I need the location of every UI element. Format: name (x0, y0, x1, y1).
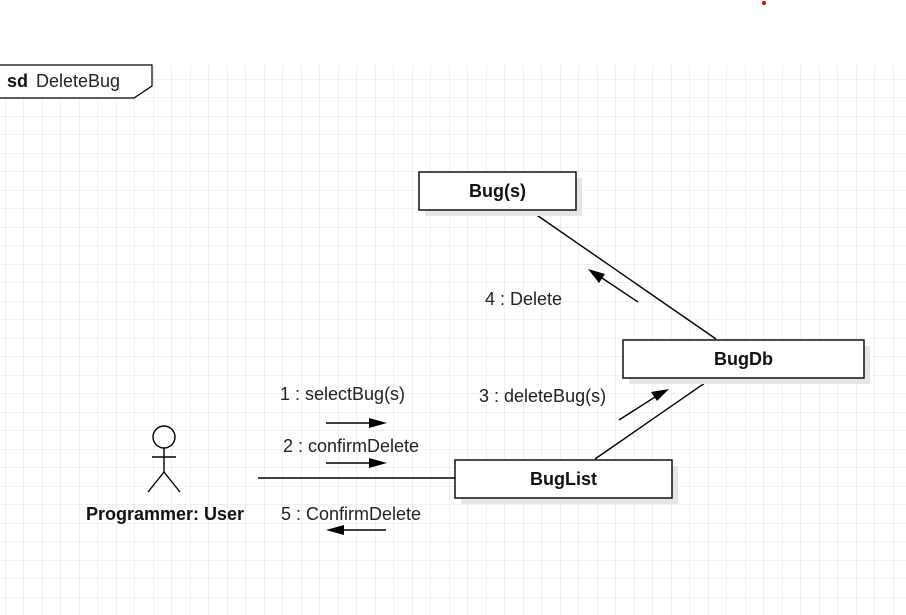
link-buglist-bugdb (594, 377, 713, 460)
message-1[interactable]: 1 : selectBug(s) (280, 384, 405, 428)
message-4[interactable]: 4 : Delete (485, 269, 639, 309)
object-bug[interactable]: Bug(s) (418, 171, 582, 216)
object-bugdb[interactable]: BugDb (622, 339, 870, 384)
arrow-up-left-icon (588, 269, 605, 283)
frame-keyword: sd (7, 71, 28, 91)
object-bugdb-label: BugDb (714, 349, 773, 369)
message-5[interactable]: 5 : ConfirmDelete (281, 504, 421, 535)
message-2-label: 2 : confirmDelete (283, 436, 419, 456)
arrow-right-icon (369, 458, 387, 468)
actor-label: Programmer: User (86, 504, 244, 524)
message-5-label: 5 : ConfirmDelete (281, 504, 421, 524)
frame-tab[interactable]: sd DeleteBug (0, 64, 153, 99)
arrow-up-right-icon (651, 389, 669, 401)
object-buglist-label: BugList (530, 469, 597, 489)
message-4-label: 4 : Delete (485, 289, 562, 309)
arrow-left-icon (326, 525, 344, 535)
arrow-right-icon (369, 418, 387, 428)
link-bugdb-bug (527, 208, 717, 340)
message-3[interactable]: 3 : deleteBug(s) (479, 386, 669, 421)
actor-programmer[interactable]: Programmer: User (86, 425, 244, 524)
object-bug-label: Bug(s) (469, 181, 526, 201)
frame-name: DeleteBug (36, 71, 120, 91)
message-1-label: 1 : selectBug(s) (280, 384, 405, 404)
object-buglist[interactable]: BugList (454, 459, 678, 504)
actor-stick-figure-icon (147, 425, 181, 493)
message-2[interactable]: 2 : confirmDelete (283, 436, 419, 468)
message-3-label: 3 : deleteBug(s) (479, 386, 606, 406)
red-dot-marker (762, 1, 766, 5)
